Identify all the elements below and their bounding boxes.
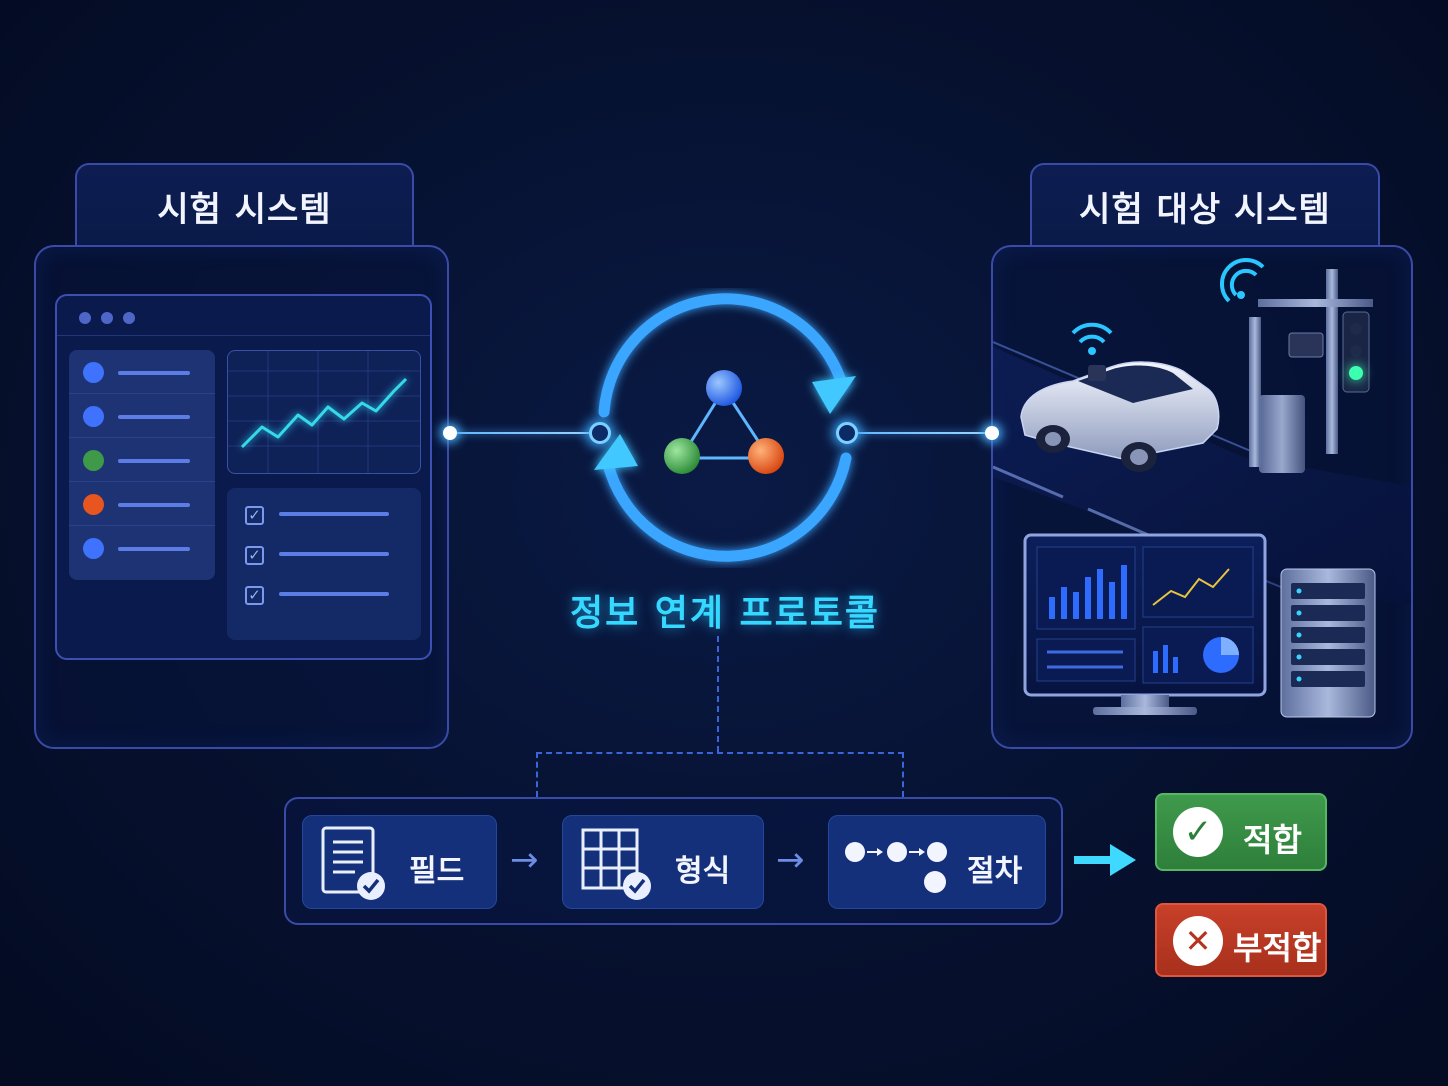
flow-arrow-icon: →	[510, 840, 539, 880]
target-system-illustration	[993, 257, 1411, 718]
list-item-line	[118, 415, 190, 419]
pass-result-badge: ✓ 적합	[1155, 793, 1327, 871]
dashed-connector	[536, 752, 904, 754]
line-chart-widget	[227, 350, 421, 474]
list-item-line	[118, 547, 190, 551]
step-procedure: 절차	[828, 815, 1046, 909]
target-system-title: 시험 대상 시스템	[1030, 163, 1380, 247]
checkbox-icon: ✓	[245, 546, 264, 565]
list-item	[69, 526, 215, 570]
checkbox-icon: ✓	[245, 586, 264, 605]
list-item	[69, 350, 215, 394]
server-rack-icon	[1280, 568, 1376, 718]
connector-node-icon	[985, 426, 999, 440]
checklist-line	[279, 592, 389, 596]
checklist-line	[279, 552, 389, 556]
sync-cycle-icon	[594, 293, 856, 562]
status-dot-icon	[83, 362, 104, 383]
document-check-icon	[321, 826, 385, 900]
item-list	[69, 350, 215, 580]
list-item-line	[118, 503, 190, 507]
line-chart-icon	[228, 351, 420, 473]
status-dot-icon	[83, 406, 104, 427]
checklist-widget: ✓ ✓ ✓	[227, 488, 421, 640]
list-item-line	[118, 371, 190, 375]
window-dot-icon	[79, 312, 91, 324]
list-item-line	[118, 459, 190, 463]
step-procedure-label: 절차	[967, 854, 1023, 889]
test-system-title: 시험 시스템	[75, 163, 414, 247]
node-orange	[748, 438, 784, 474]
dashed-connector	[902, 752, 904, 797]
grid-check-icon	[581, 828, 651, 900]
list-item	[69, 482, 215, 526]
protocol-label: 정보 연계 프로토콜	[569, 593, 881, 634]
pass-label: 적합	[1243, 821, 1302, 859]
node-green	[664, 438, 700, 474]
test-system-app-window: ✓ ✓ ✓	[55, 294, 432, 660]
sequence-flow-icon	[845, 842, 947, 893]
autonomous-car-icon	[1020, 322, 1220, 472]
dashed-connector	[717, 636, 719, 752]
window-dot-icon	[101, 312, 113, 324]
step-format-label: 형식	[675, 854, 731, 889]
traffic-light-icon	[1219, 257, 1373, 473]
window-dot-icon	[123, 312, 135, 324]
status-dot-icon	[83, 494, 104, 515]
fail-label: 부적합	[1233, 929, 1322, 967]
list-item	[69, 438, 215, 482]
status-dot-icon	[83, 538, 104, 559]
result-arrow-icon	[1074, 844, 1136, 876]
list-item	[69, 394, 215, 438]
status-dot-icon	[83, 450, 104, 471]
fail-result-badge: ✕ 부적합	[1155, 903, 1327, 977]
check-icon: ✓	[1173, 807, 1223, 857]
dashed-connector	[536, 752, 538, 797]
node-blue	[706, 370, 742, 406]
target-system-panel	[991, 245, 1413, 749]
connector-port-icon	[589, 422, 611, 444]
checkbox-icon: ✓	[245, 506, 264, 525]
step-field-label: 필드	[409, 854, 465, 889]
monitor-dashboard-icon	[1023, 533, 1267, 715]
right-connector-line	[847, 432, 992, 434]
close-icon: ✕	[1173, 916, 1223, 966]
window-titlebar	[57, 296, 430, 336]
checklist-line	[279, 512, 389, 516]
flow-arrow-icon: →	[776, 840, 805, 880]
step-format: 형식	[562, 815, 764, 909]
validation-pipeline: 필드 → 형식 → 절차	[284, 797, 1063, 925]
connector-node-icon	[443, 426, 457, 440]
step-field: 필드	[302, 815, 497, 909]
left-connector-line	[449, 432, 599, 434]
connector-port-icon	[836, 422, 858, 444]
